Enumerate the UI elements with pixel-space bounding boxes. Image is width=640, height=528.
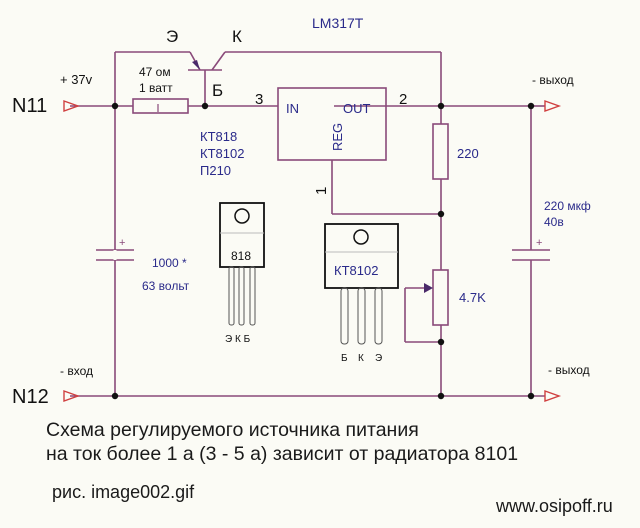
caption-line-2: на ток более 1 а (3 - 5 а) зависит от ра… <box>46 443 519 465</box>
caption-line-1: Схема регулируемого источника питания <box>46 419 419 441</box>
transistor-collector-label: К <box>232 27 242 46</box>
package-kt8102-pin-b: Б <box>341 353 348 364</box>
port-n12-arrow <box>63 390 81 402</box>
node-n12-label: N12 <box>12 386 49 408</box>
potentiometer-wiper-arrow <box>424 283 433 293</box>
wires <box>70 51 545 397</box>
resistor-r1-value: 47 ом <box>139 65 171 79</box>
junction <box>201 102 209 110</box>
website-label: www.osipoff.ru <box>496 496 613 516</box>
regulator-pin-reg: REG <box>330 123 345 151</box>
capacitor-output <box>512 249 550 261</box>
package-kt8102 <box>324 223 399 345</box>
input-label: - вход <box>60 364 93 378</box>
resistor-r1 <box>132 98 189 114</box>
junction <box>527 392 535 400</box>
resistor-r1-power: 1 ватт <box>139 81 173 95</box>
capacitor-input-plus: + <box>119 237 125 249</box>
regulator-name: LM317T <box>312 15 364 31</box>
capacitor-output-value: 220 мкф <box>544 199 591 213</box>
potentiometer-value: 4.7K <box>459 290 486 305</box>
transistor-base-label: Б <box>212 81 223 100</box>
potentiometer <box>432 269 449 326</box>
junction <box>111 392 119 400</box>
capacitor-input-value: 1000 * <box>152 256 187 270</box>
package-818-pins: Э К Б <box>225 334 251 345</box>
regulator-pin-reg-number: 1 <box>313 187 330 195</box>
port-n11-arrow <box>63 100 81 112</box>
resistor-r2 <box>432 123 449 180</box>
transistor-emitter-arrow <box>192 60 200 70</box>
junction <box>437 338 445 346</box>
port-output-top-arrow <box>544 100 562 112</box>
junction <box>437 210 445 218</box>
package-kt8102-pin-e: Э <box>375 353 382 364</box>
package-kt8102-label: КТ8102 <box>334 263 378 278</box>
package-818 <box>219 202 265 326</box>
regulator-pin-out-number: 2 <box>399 91 407 108</box>
regulator-box <box>277 87 387 161</box>
input-voltage-label: + 37v <box>60 72 93 87</box>
junction <box>111 102 119 110</box>
junction <box>437 392 445 400</box>
junction <box>437 102 445 110</box>
regulator-pin-in: IN <box>286 101 299 116</box>
regulator-pin-in-number: 3 <box>255 91 263 108</box>
junction <box>527 102 535 110</box>
transistor-type-1: КТ818 <box>200 129 237 144</box>
package-kt8102-pin-k: К <box>358 353 364 364</box>
regulator-pin-out: OUT <box>343 101 371 116</box>
transistor-emitter-label: Э <box>166 27 178 46</box>
port-output-bottom-arrow <box>544 390 562 402</box>
transistor-type-3: П210 <box>200 163 231 178</box>
transistor-collector-leg <box>211 51 226 71</box>
transistor-type-2: КТ8102 <box>200 146 244 161</box>
package-818-label: 818 <box>231 249 251 263</box>
output-label-bottom: - выход <box>548 363 590 377</box>
capacitor-output-plus: + <box>536 237 542 249</box>
junctions <box>111 102 535 400</box>
output-label-top: - выход <box>532 73 574 87</box>
capacitor-input-voltage: 63 вольт <box>142 279 190 293</box>
resistor-r2-value: 220 <box>457 146 479 161</box>
caption: Схема регулируемого источника питания на… <box>46 418 518 466</box>
node-n11-label: N11 <box>12 95 47 117</box>
figure-label: рис. image002.gif <box>52 482 195 502</box>
capacitor-output-voltage: 40в <box>544 215 564 229</box>
